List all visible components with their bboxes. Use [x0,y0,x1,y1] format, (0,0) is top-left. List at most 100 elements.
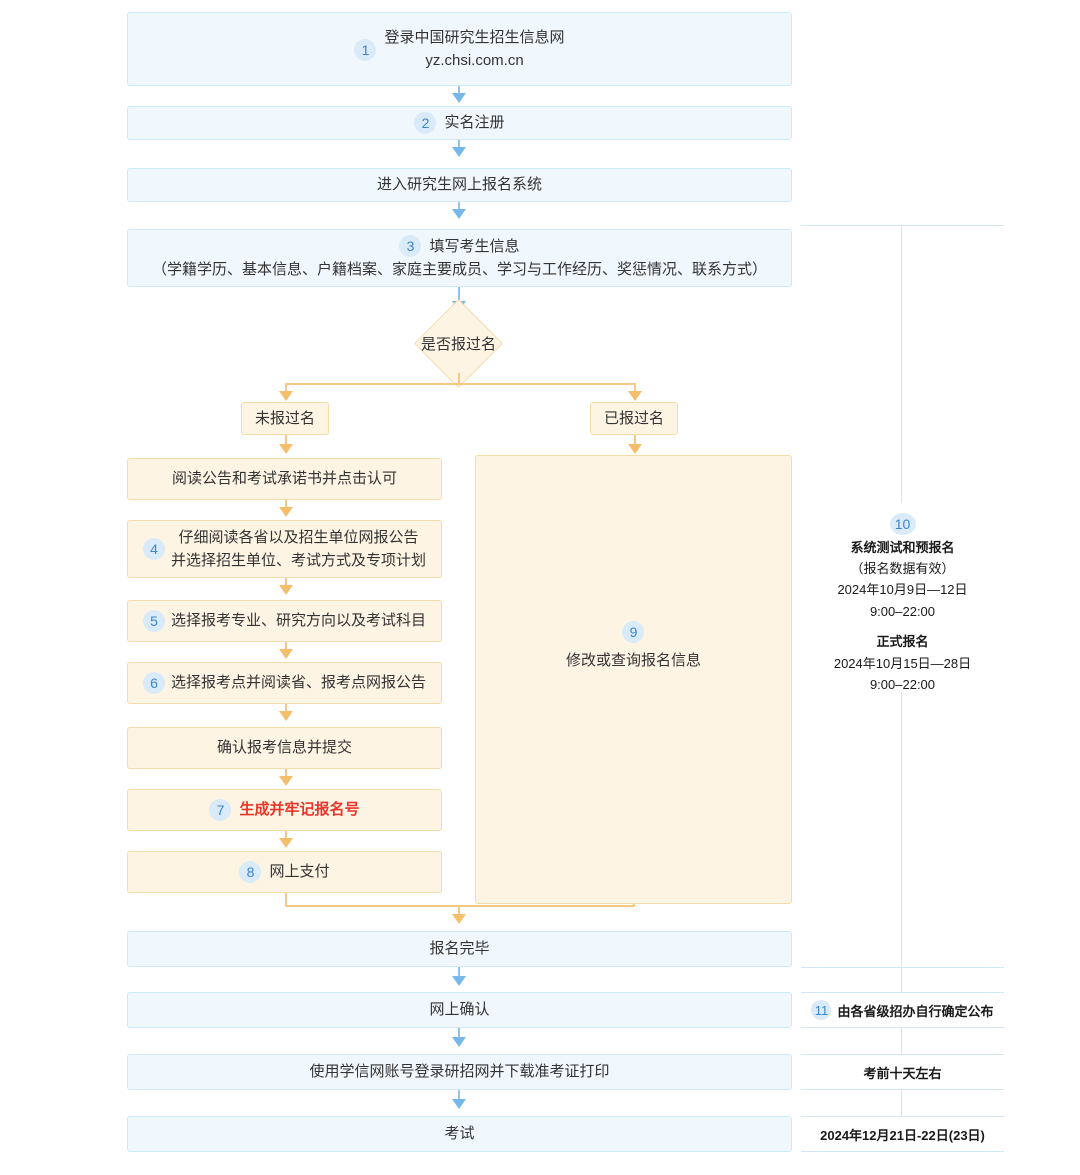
connector-right-branch-down [634,435,636,449]
connector-4-decision [458,287,460,305]
flow-node-online-payment[interactable]: 8 网上支付 [127,851,442,893]
flow-node-download-admission-ticket[interactable]: 使用学信网账号登录研招网并下载准考证打印 [127,1054,792,1090]
step-badge-2: 2 [414,112,437,134]
panel-vertical-rule-row-1 [901,967,902,993]
step-badge-5: 5 [142,610,165,632]
flow-node-register-label: 实名注册 [444,114,505,132]
step-badge-11: 11 [811,1000,832,1020]
flow-node-login-line1: 登录中国研究生招生信息网 [384,28,565,46]
flow-node-download-admission-ticket-label: 使用学信网账号登录研招网并下载准考证打印 [309,1063,610,1081]
connector-left-branch-down [285,435,287,449]
connector-merge-horizontal [285,905,635,907]
flow-node-choose-major[interactable]: 5 选择报考专业、研究方向以及考试科目 [127,600,442,642]
panel-vertical-rule-row-3 [901,1090,902,1117]
flow-node-online-payment-label: 网上支付 [269,863,330,881]
step-badge-8: 8 [239,861,262,883]
step-badge-1: 1 [354,38,377,61]
flow-node-enter-system[interactable]: 进入研究生网上报名系统 [127,168,792,202]
flow-branch-already-registered[interactable]: 已报过名 [590,402,678,435]
connector-l5-l6 [285,769,287,780]
arrow-1-2 [452,93,466,103]
panel-vertical-rule-lower [901,692,902,967]
flow-node-registration-number[interactable]: 7 生成并牢记报名号 [127,789,442,831]
flow-branch-already-registered-label: 已报过名 [603,409,664,427]
flow-node-choose-major-label: 选择报考专业、研究方向以及考试科目 [170,612,426,630]
connector-branch-right [634,383,636,396]
step-badge-3: 3 [399,235,422,258]
flow-node-choose-unit-line1: 仔细阅读各省以及招生单位网报公告 [178,528,419,546]
flow-node-choose-exam-site-label: 选择报考点并阅读省、报考点网报公告 [170,674,426,692]
flow-node-fill-info[interactable]: 3 填写考生信息 （学籍学历、基本信息、户籍档案、家庭主要成员、学习与工作经历、… [127,229,792,287]
flow-node-exam[interactable]: 考试 [127,1116,792,1152]
panel-schedule-date-1: 2024年10月9日—12日 [837,582,968,598]
flow-node-fill-info-line1: 填写考生信息 [429,237,520,255]
flow-node-registration-number-label: 生成并牢记报名号 [239,801,360,819]
arrow-l5-l6 [279,776,293,786]
arrow-3-4 [452,209,466,219]
connector-branch-left [285,383,287,396]
panel-row-ten-days-before: 考前十天左右 [801,1054,1004,1090]
flow-node-login[interactable]: 1 登录中国研究生招生信息网 yz.chsi.com.cn [127,12,792,86]
connector-1-2 [458,86,460,97]
panel-schedule-date-2: 2024年10月15日—28日 [833,655,972,671]
connector-2-3 [458,140,460,151]
arrow-l4-l5 [279,711,293,721]
arrow-right-branch-down [628,444,642,454]
flow-branch-not-registered[interactable]: 未报过名 [241,402,329,435]
connector-decision-stem [458,373,460,385]
flow-node-choose-exam-site[interactable]: 6 选择报考点并阅读省、报考点网报公告 [127,662,442,704]
flow-node-registration-complete-label: 报名完毕 [429,940,490,958]
arrow-left-branch-down [279,444,293,454]
step-badge-10: 10 [889,512,916,535]
connector-decision-split [285,383,636,385]
step-badge-9: 9 [622,621,645,643]
panel-row-provincial-announcement-label: 由各省级招办自行确定公布 [837,1003,994,1019]
panel-schedule-note-1: （报名数据有效） [850,561,955,576]
flow-node-registration-complete[interactable]: 报名完毕 [127,931,792,967]
flow-node-exam-label: 考试 [444,1125,475,1143]
panel-row-provincial-announcement: 11 由各省级招办自行确定公布 [801,992,1004,1028]
flow-node-confirm-submit-label: 确认报考信息并提交 [216,739,352,757]
connector-l4-l5 [285,704,287,715]
step-badge-7: 7 [209,799,232,821]
connector-e3-e4 [458,1090,460,1102]
flow-node-choose-unit[interactable]: 4 仔细阅读各省以及招生单位网报公告 并选择招生单位、考试方式及专项计划 [127,520,442,578]
connector-l1-l2 [285,500,287,511]
flow-node-online-confirmation[interactable]: 网上确认 [127,992,792,1028]
step-badge-6: 6 [142,672,165,694]
panel-row-exam-date: 2024年12月21日-22日(23日) [801,1116,1004,1152]
panel-schedule-title-2: 正式报名 [876,634,929,650]
arrow-2-3 [452,147,466,157]
panel-schedule-time-2: 9:00–22:00 [869,677,936,693]
flow-decision-label: 是否报过名 [421,336,497,353]
panel-top-divider [801,225,1004,226]
panel-row-ten-days-before-label: 考前十天左右 [863,1065,942,1081]
arrow-merge-to-done [452,914,466,924]
connector-merge-stem [458,905,460,917]
panel-schedule-title-1: 系统测试和预报名 [850,539,955,555]
panel-divider-after-done [801,967,1004,968]
flow-node-confirm-submit[interactable]: 确认报考信息并提交 [127,727,442,769]
flow-node-read-announcement[interactable]: 阅读公告和考试承诺书并点击认可 [127,458,442,500]
panel-schedule-block: 10 系统测试和预报名 （报名数据有效） 2024年10月9日—12日 9:00… [801,512,1004,696]
flow-node-register[interactable]: 2 实名注册 [127,106,792,140]
panel-vertical-rule-upper [901,225,902,503]
flow-decision-registered-before[interactable]: 是否报过名 [413,298,504,389]
flow-node-modify-query[interactable]: 9 修改或查询报名信息 [475,455,792,904]
flow-node-modify-query-label: 修改或查询报名信息 [565,652,701,669]
flow-node-enter-system-label: 进入研究生网上报名系统 [376,176,542,194]
connector-payment-down [285,893,287,907]
panel-schedule-time-1: 9:00–22:00 [869,603,936,619]
arrow-l1-l2 [279,507,293,517]
arrow-e1-e2 [452,976,466,986]
arrow-l2-l3 [279,585,293,595]
arrow-branch-right [628,391,642,401]
arrow-e3-e4 [452,1099,466,1109]
step-badge-4: 4 [142,538,165,560]
connector-e2-e3 [458,1028,460,1040]
connector-l3-l4 [285,642,287,653]
panel-vertical-rule-row-2 [901,1028,902,1055]
arrow-branch-left [279,391,293,401]
panel-row-exam-date-label: 2024年12月21日-22日(23日) [820,1127,985,1143]
